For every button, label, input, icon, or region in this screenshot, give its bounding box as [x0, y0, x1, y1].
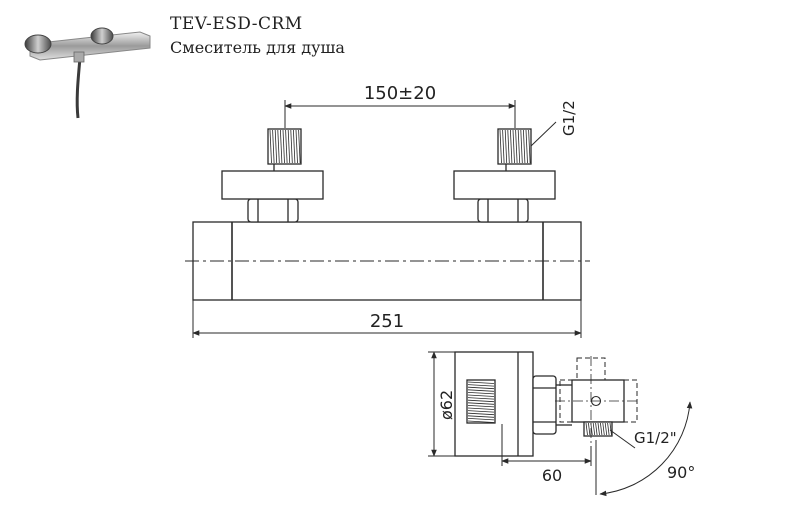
dim-center-distance	[284, 100, 516, 128]
thread-line	[467, 418, 495, 421]
thread-line	[502, 129, 505, 164]
model-code: TEV-ESD-CRM	[170, 14, 303, 34]
thread-line	[280, 129, 283, 164]
thread-line	[525, 129, 528, 164]
thread-line	[467, 407, 495, 410]
side-nut	[532, 375, 557, 435]
depth-label: 60	[542, 466, 562, 485]
thread-line	[467, 405, 495, 408]
thread-line	[597, 422, 600, 436]
thread-bottom-label: G1/2"	[634, 429, 677, 447]
dim-total-length	[192, 300, 582, 338]
thread-line	[515, 129, 518, 164]
thread-line	[298, 129, 301, 164]
thread-line	[467, 389, 495, 392]
thread-line	[287, 129, 291, 164]
thread-line	[467, 415, 495, 418]
product-header: TEV-ESD-CRM Смеситель для душа	[170, 14, 345, 57]
thread-line	[523, 129, 526, 164]
thread-line	[285, 129, 288, 164]
thread-line	[467, 381, 495, 384]
thread-line	[467, 402, 495, 405]
dim-rotation-angle	[595, 401, 693, 497]
thread-line	[507, 129, 510, 164]
product-description: Смеситель для душа	[170, 38, 345, 57]
thread-line	[595, 422, 598, 436]
thread-line	[467, 399, 495, 403]
thread-line	[528, 129, 531, 164]
thread-line	[517, 129, 521, 164]
right-eccentric-connector	[453, 128, 556, 223]
diameter-label: ø62	[437, 390, 456, 420]
side-threads	[467, 381, 612, 436]
thread-line	[290, 129, 293, 164]
thread-line	[467, 386, 495, 390]
thread-line	[282, 129, 285, 164]
front-threads	[269, 129, 531, 164]
angle-label: 90°	[667, 463, 695, 482]
thread-line	[467, 412, 495, 416]
product-thumbnail	[24, 27, 151, 119]
center-distance-label: 150±20	[364, 83, 436, 104]
thread-line	[590, 422, 593, 436]
thread-line	[512, 129, 515, 164]
thread-line	[269, 129, 272, 164]
thread-top-label: G1/2	[560, 100, 578, 136]
dim-diameter	[428, 351, 455, 457]
thread-line	[585, 422, 588, 436]
dim-depth	[501, 424, 592, 466]
thread-line	[510, 129, 513, 164]
thread-line	[520, 129, 523, 164]
total-length-label: 251	[370, 311, 404, 332]
thread-line	[467, 397, 495, 400]
thread-line	[504, 129, 508, 164]
thread-top-leader	[530, 121, 557, 147]
thread-line	[272, 129, 275, 164]
left-eccentric-connector	[221, 128, 324, 223]
thread-line	[467, 420, 495, 423]
thread-line	[467, 410, 495, 413]
thread-line	[467, 394, 495, 397]
thread-line	[467, 392, 495, 395]
thread-line	[592, 422, 596, 436]
front-view	[185, 128, 590, 301]
thread-bottom-leader	[609, 429, 636, 449]
thread-line	[274, 129, 278, 164]
thread-line	[295, 129, 298, 164]
thread-line	[277, 129, 280, 164]
thread-line	[588, 422, 591, 436]
thread-line	[293, 129, 296, 164]
thread-line	[499, 129, 502, 164]
thread-line	[467, 384, 495, 387]
